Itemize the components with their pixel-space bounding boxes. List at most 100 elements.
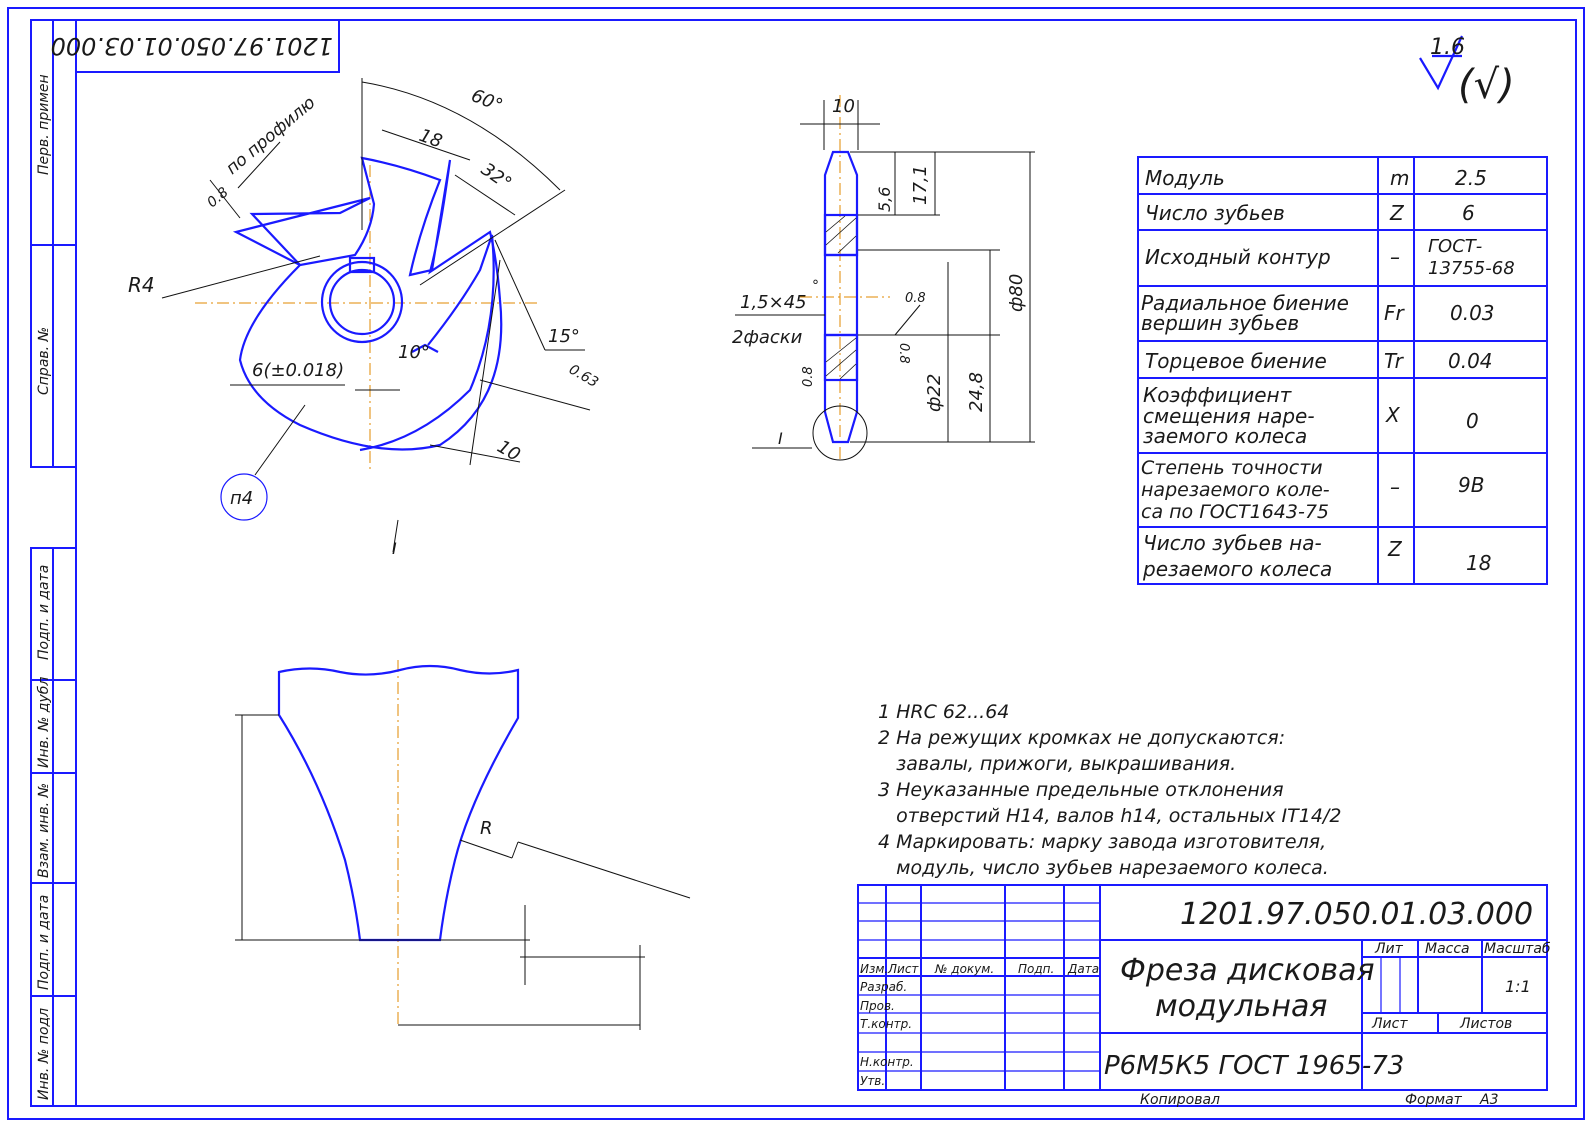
param-table: Модуль m 2.5 Число зубьев Z 6 Исходный к… bbox=[1137, 156, 1548, 585]
tb-format-val: А3 bbox=[1479, 1092, 1498, 1108]
side-label-5: Подп. и дата bbox=[36, 895, 52, 990]
param-val-0: 2.5 bbox=[1455, 166, 1487, 190]
param-val-6: 9В bbox=[1458, 473, 1484, 497]
side-strip: Перв. примен Справ. № Подп. и дата Инв. … bbox=[30, 19, 77, 1107]
roughness-sign: 1.6 (√) bbox=[1419, 35, 1515, 108]
param-val-1: 6 bbox=[1462, 201, 1475, 225]
note-3: 3 Неуказанные предельные отклонения bbox=[878, 779, 1284, 801]
tb-copied: Копировал bbox=[1140, 1092, 1220, 1108]
tb-scale-h: Масштаб bbox=[1484, 941, 1551, 957]
note-0: 1 HRC 62...64 bbox=[878, 701, 1009, 723]
tb-h-doc: № докум. bbox=[934, 962, 994, 976]
side-rough-08a: 0.8 bbox=[905, 291, 926, 306]
side-label-1: Справ. № bbox=[36, 327, 52, 395]
main-angle-15: 15° bbox=[548, 326, 580, 347]
param-name-4: Торцевое биение bbox=[1145, 349, 1327, 373]
note-4: отверстий H14, валов h14, остальных IT14… bbox=[878, 805, 1341, 827]
param-name-2: Исходный контур bbox=[1145, 245, 1331, 269]
tb-format: Формат bbox=[1405, 1092, 1463, 1108]
note-5: 4 Маркировать: марку завода изготовителя… bbox=[878, 831, 1326, 853]
side-chamfer-note: 2фаски bbox=[732, 327, 803, 348]
main-angle-32: 32° bbox=[477, 159, 515, 195]
side-label-4: Взам. инв. № bbox=[36, 783, 52, 878]
main-balloon: п4 bbox=[230, 488, 253, 509]
param-sym-0: m bbox=[1390, 166, 1409, 190]
tb-mass: Масса bbox=[1425, 941, 1470, 957]
side-rough-08c: 0.8 bbox=[801, 366, 816, 387]
tb-lit: Лит bbox=[1374, 941, 1404, 957]
technical-notes: 1 HRC 62...64 2 На режущих кромках не до… bbox=[878, 701, 1341, 879]
note-1: 2 На режущих кромках не допускаются: bbox=[878, 727, 1285, 749]
side-detail-mark: I bbox=[778, 429, 783, 448]
tb-h-izm: Изм. bbox=[860, 962, 888, 976]
main-rough-063: 0.63 bbox=[566, 362, 601, 391]
tb-h-sign: Подп. bbox=[1018, 962, 1054, 976]
title-block: Изм. Лист № докум. Подп. Дата Разраб. Пр… bbox=[857, 884, 1551, 1108]
param-name-7: Число зубьев на-резаемого колеса bbox=[1142, 531, 1332, 581]
side-dim-248: 24,8 bbox=[966, 372, 987, 412]
side-dim-171: 17,1 bbox=[910, 165, 931, 205]
side-rough-08b: 0.8 bbox=[896, 343, 911, 364]
tb-tkontr: Т.контр. bbox=[860, 1017, 912, 1031]
tb-scale: 1:1 bbox=[1505, 977, 1531, 996]
main-angle-10: 10° bbox=[398, 342, 430, 363]
param-sym-7: Z bbox=[1387, 537, 1403, 561]
tb-name-line1: Фреза дисковая bbox=[1120, 953, 1375, 988]
param-val-7: 18 bbox=[1466, 551, 1491, 575]
outer-border bbox=[7, 7, 1585, 1120]
main-section-mark: I bbox=[392, 539, 397, 558]
roughness-bracket: (√) bbox=[1458, 62, 1515, 108]
side-dim-d22: ф22 bbox=[924, 374, 945, 412]
param-name-0: Модуль bbox=[1145, 166, 1225, 190]
side-label-0: Перв. примен bbox=[36, 74, 52, 175]
param-val-5: 0 bbox=[1466, 409, 1479, 433]
tb-razrab: Разраб. bbox=[860, 980, 907, 994]
side-chamfer-deg: ° bbox=[812, 278, 819, 294]
main-angle-60: 60° bbox=[468, 85, 505, 116]
side-dim-56: 5,6 bbox=[875, 187, 894, 212]
tb-name-line2: модульная bbox=[1155, 989, 1327, 1024]
param-sym-5: X bbox=[1385, 403, 1401, 427]
tb-nkontr: Н.контр. bbox=[860, 1055, 914, 1069]
main-rough-08: 0.8 bbox=[204, 184, 231, 211]
param-val-4: 0.04 bbox=[1448, 349, 1493, 373]
note-2: завалы, прижоги, выкрашивания. bbox=[878, 753, 1236, 775]
side-label-6: Инв. № подл bbox=[36, 1008, 52, 1100]
main-keyway: 6(±0.018) bbox=[252, 360, 344, 381]
tb-sheet: Лист bbox=[1371, 1016, 1408, 1032]
main-profile-note: по профилю bbox=[222, 93, 319, 179]
tb-h-date: Дата bbox=[1067, 962, 1099, 976]
param-sym-1: Z bbox=[1389, 201, 1405, 225]
roughness-value: 1.6 bbox=[1430, 35, 1465, 60]
param-sym-6: – bbox=[1390, 475, 1400, 499]
param-sym-2: – bbox=[1390, 245, 1400, 269]
rotated-stamp-number: 1201.97.050.01.03.000 bbox=[51, 32, 333, 60]
side-label-3: Инв. № дубл bbox=[36, 677, 52, 768]
param-val-3: 0.03 bbox=[1450, 301, 1495, 325]
note-6: модуль, число зубьев нарезаемого колеса. bbox=[878, 857, 1329, 879]
main-view: 60° 18 32° по профилю 0.8 R4 6(±0.018) 1… bbox=[128, 78, 601, 558]
param-sym-4: Tr bbox=[1384, 349, 1405, 373]
side-view: 10 5,6 17,1 1,5×45 ° 2фаски 0.8 0.8 0.8 … bbox=[732, 95, 1035, 461]
tb-prov: Пров. bbox=[860, 999, 895, 1013]
side-dim-10: 10 bbox=[832, 96, 855, 117]
param-sym-3: Fr bbox=[1384, 301, 1406, 325]
param-name-1: Число зубьев bbox=[1145, 201, 1285, 225]
rotated-stamp: 1201.97.050.01.03.000 bbox=[51, 19, 340, 73]
side-chamfer: 1,5×45 bbox=[740, 292, 807, 313]
main-dim-18: 18 bbox=[416, 125, 445, 153]
tb-sheets: Листов bbox=[1459, 1016, 1512, 1032]
detail-radius: R bbox=[480, 818, 493, 839]
tb-doc-number: 1201.97.050.01.03.000 bbox=[1180, 897, 1533, 932]
param-val-2: ГОСТ-13755-68 bbox=[1428, 236, 1515, 279]
side-hub-bottom bbox=[823, 333, 859, 382]
detail-view: R bbox=[235, 660, 691, 1030]
side-dim-d80: ф80 bbox=[1006, 274, 1027, 312]
main-r4: R4 bbox=[128, 273, 155, 297]
tb-utv: Утв. bbox=[860, 1074, 885, 1088]
tb-h-list: Лист bbox=[887, 962, 919, 976]
